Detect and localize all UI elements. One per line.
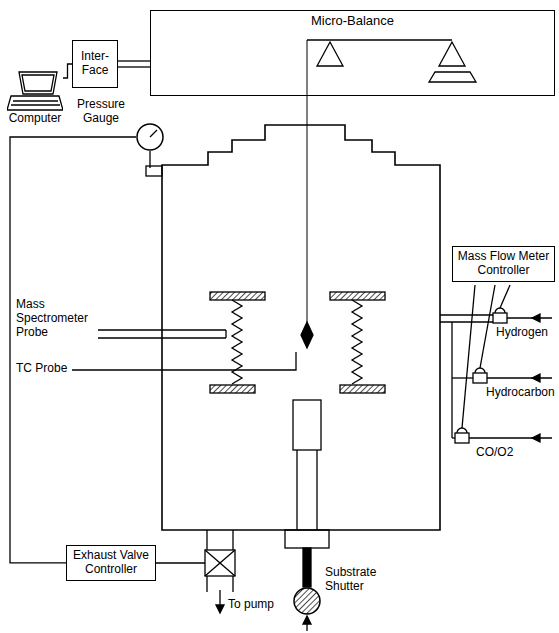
connector-line [10, 137, 136, 563]
node-label: Mass Flow Meter Controller [456, 250, 551, 278]
heater-coil [232, 300, 242, 384]
ms-probe [225, 330, 226, 338]
gauge-dial [136, 123, 164, 151]
sample [301, 322, 313, 348]
part-label: Hydrocarbon [486, 386, 555, 400]
flow-valve [475, 368, 485, 373]
exhaust-pipe [206, 530, 207, 550]
part-label: TC Probe [16, 362, 67, 376]
pressure-gauge: Pressure Gauge [68, 98, 166, 154]
connector-line [118, 61, 150, 67]
shutter-arrow [303, 616, 311, 624]
balance-pan [429, 72, 476, 82]
balance-beam [307, 39, 452, 40]
control-line [156, 562, 205, 563]
gas-pipe [451, 322, 452, 438]
exhaust-valve [205, 550, 235, 576]
support-tube [316, 450, 317, 530]
node-label: Micro-Balance [309, 14, 396, 29]
heater-coils [232, 300, 362, 384]
flow-valve [455, 433, 469, 443]
balance-pivot [439, 42, 465, 66]
control-line [500, 285, 510, 308]
balance-housing: Micro-Balance [150, 10, 555, 96]
gas-feed [487, 377, 552, 378]
pump-arrow [216, 605, 224, 613]
heater-plate [340, 385, 385, 393]
gas-pipe [452, 377, 473, 378]
computer-icon: Computer [2, 70, 68, 126]
part-label: To pump [228, 598, 274, 612]
gauge-fitting [146, 166, 162, 176]
balance-pivot [317, 42, 343, 66]
hang-wire [307, 40, 308, 322]
exhaust-pipe [232, 530, 233, 550]
feed-arrow [532, 374, 540, 382]
heater-plate [210, 292, 265, 300]
node-label: Inter-Face [76, 50, 114, 78]
connector-line [63, 64, 72, 78]
control-line [480, 285, 495, 368]
controller-box: Exhaust Valve Controller [66, 545, 156, 581]
flow-valve [473, 373, 487, 383]
interface-box: Inter-Face [72, 40, 118, 88]
exhaust-pipe [206, 576, 207, 592]
part-label: Hydrogen [496, 326, 548, 340]
control-line [462, 285, 475, 428]
node-label: Exhaust Valve Controller [70, 549, 152, 577]
flow-valve [457, 428, 467, 433]
part-label: Mass Spectrometer Probe [16, 298, 96, 339]
tc-probe [72, 352, 296, 370]
gas-pipe [440, 314, 493, 315]
heater-plate [210, 385, 255, 393]
gas-feed [507, 317, 552, 318]
support-tube [296, 450, 297, 530]
exhaust-pipe [232, 576, 233, 592]
substrate-shutter: Substrate Shutter [293, 566, 409, 616]
ms-probe [98, 337, 226, 338]
node-label: Pressure Gauge [68, 98, 134, 126]
flow-valve [495, 308, 505, 313]
pump-arrow [219, 590, 220, 606]
exhaust-valve [205, 550, 235, 576]
node-label: Substrate Shutter [325, 566, 405, 594]
flow-valve [493, 313, 507, 323]
controller-box: Mass Flow Meter Controller [452, 246, 555, 282]
node-label: Computer [2, 112, 68, 126]
ms-probe [98, 329, 226, 330]
part-label: CO/O2 [476, 446, 513, 460]
feed-arrow [532, 434, 540, 442]
heater-plate [330, 292, 385, 300]
shutter-disc [293, 587, 321, 615]
reactor-chamber [162, 125, 440, 530]
heater-coil [352, 300, 362, 384]
feed-arrow [532, 314, 540, 322]
laptop-drawing [7, 70, 63, 112]
gas-pipe [440, 321, 493, 322]
exhaust-valve [205, 550, 235, 576]
shutter-rod [303, 548, 311, 587]
support-tube [293, 400, 321, 450]
bottom-neck [285, 530, 329, 548]
